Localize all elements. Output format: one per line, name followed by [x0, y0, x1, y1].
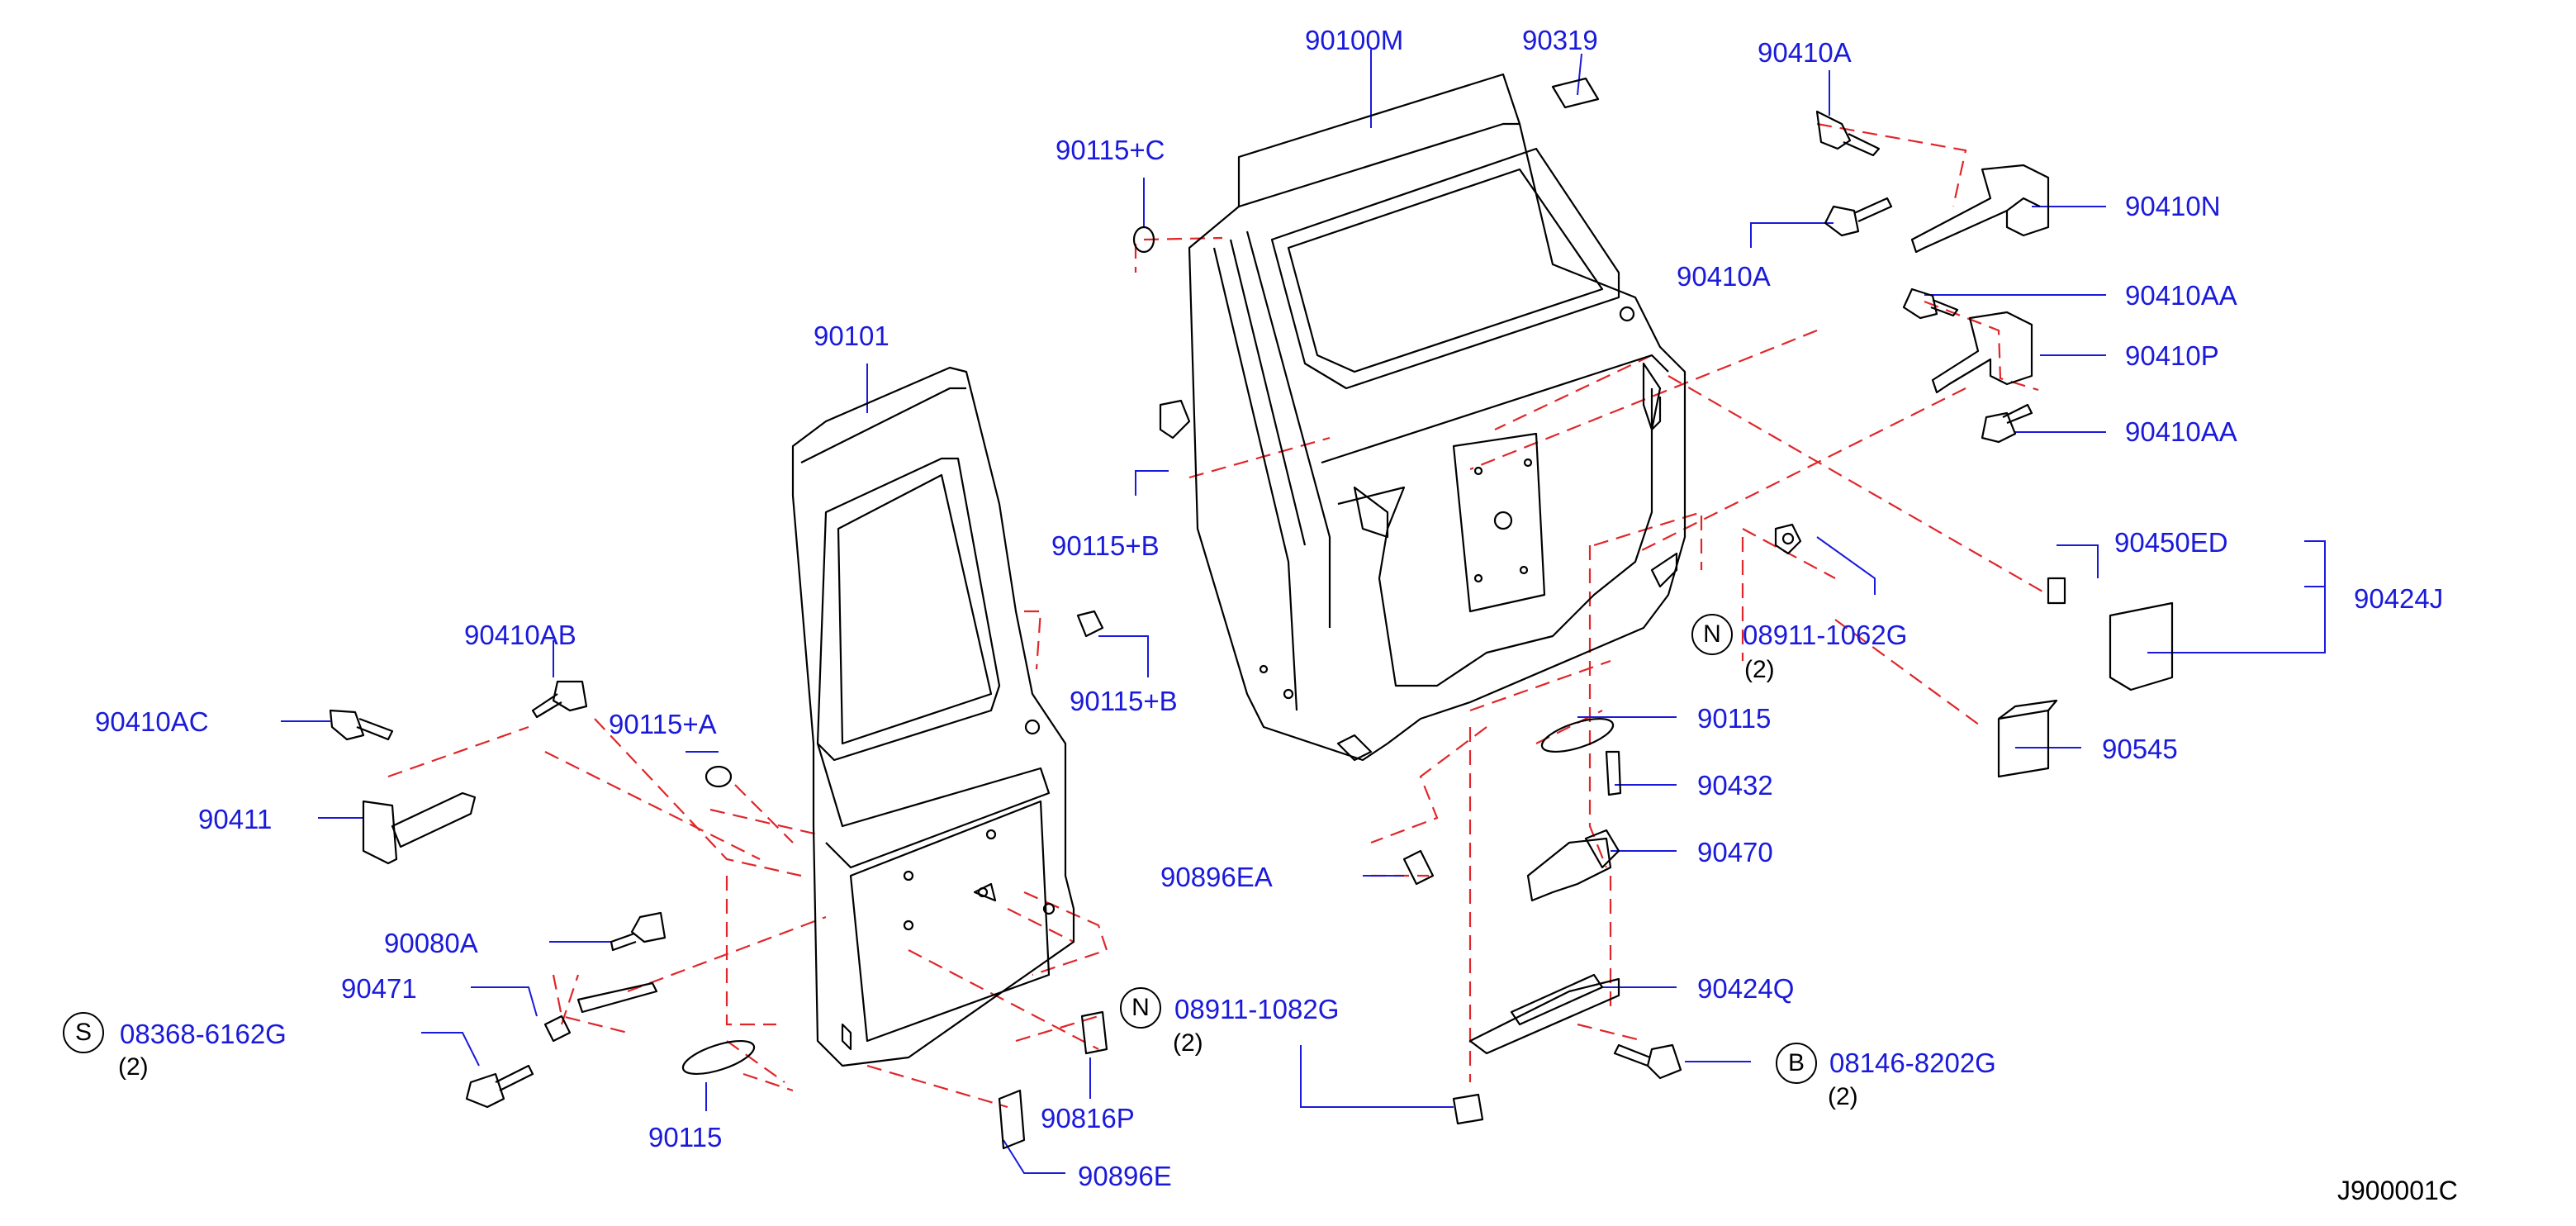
- label-90424Q: 90424Q: [1697, 973, 1795, 1004]
- label-90410A-mid: 90410A: [1677, 261, 1771, 292]
- label-90080A: 90080A: [384, 928, 478, 958]
- hinge-90411: [362, 791, 477, 865]
- label-90816P: 90816P: [1041, 1103, 1135, 1133]
- label-90410N: 90410N: [2125, 191, 2221, 221]
- label-90115C: 90115+C: [1056, 135, 1165, 165]
- label-90411: 90411: [198, 804, 273, 834]
- label-90410A-top: 90410A: [1758, 37, 1852, 68]
- label-90101: 90101: [814, 321, 890, 351]
- label-90432: 90432: [1697, 770, 1773, 801]
- hinge-90410N: [1910, 164, 2050, 254]
- hinge-90410P: [1931, 311, 2033, 394]
- label-08911-lower: 08911-1082G: [1174, 994, 1340, 1024]
- symbol-n-lower: N: [1120, 987, 1161, 1029]
- label-90424J: 90424J: [2354, 583, 2444, 614]
- qty-08911-lower: (2): [1173, 1029, 1203, 1057]
- label-08911-upper: 08911-1062G: [1743, 620, 1908, 650]
- label-90545: 90545: [2102, 734, 2178, 764]
- symbol-n-upper: N: [1691, 614, 1733, 655]
- label-90410P: 90410P: [2125, 340, 2219, 371]
- leader-lines: [281, 50, 2326, 1174]
- plugs: [681, 226, 1802, 1125]
- label-90410AA-2: 90410AA: [2125, 416, 2237, 447]
- label-90115-left: 90115: [648, 1122, 723, 1152]
- label-90115A: 90115+A: [609, 709, 717, 739]
- label-90100M: 90100M: [1305, 25, 1404, 55]
- label-08368: 08368-6162G: [120, 1019, 287, 1049]
- symbol-b-right: B: [1776, 1043, 1817, 1084]
- label-90319: 90319: [1522, 25, 1598, 55]
- bolts: [329, 110, 2033, 1109]
- label-90470: 90470: [1697, 837, 1773, 867]
- qty-08146: (2): [1828, 1083, 1858, 1110]
- door-panel-90100M: [1188, 73, 1686, 762]
- label-90410AC: 90410AC: [95, 706, 209, 737]
- label-08146: 08146-8202G: [1829, 1048, 1996, 1078]
- symbol-s-left: S: [63, 1012, 104, 1053]
- part-outlines: [329, 73, 2174, 1150]
- label-90115B-upper: 90115+B: [1051, 530, 1160, 561]
- qty-08911-upper: (2): [1744, 656, 1775, 683]
- label-90471: 90471: [341, 973, 417, 1004]
- door-panel-90101: [791, 366, 1075, 1067]
- qty-08368: (2): [118, 1053, 149, 1081]
- label-90115-right: 90115: [1697, 703, 1772, 734]
- label-90896EA: 90896EA: [1160, 862, 1273, 892]
- small-parts: [543, 77, 2174, 1150]
- label-90115B-lower: 90115+B: [1070, 686, 1178, 716]
- assembly-guide-lines: [387, 122, 2049, 1109]
- label-90410AA-1: 90410AA: [2125, 280, 2237, 311]
- label-90450ED: 90450ED: [2114, 527, 2228, 558]
- label-90896E: 90896E: [1078, 1161, 1172, 1191]
- label-90410AB: 90410AB: [464, 620, 576, 650]
- diagram-code: J900001C: [2337, 1176, 2458, 1205]
